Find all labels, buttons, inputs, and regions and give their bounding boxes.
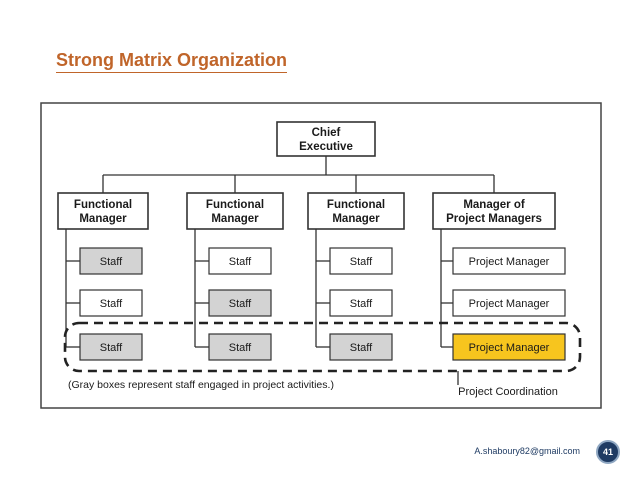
project-manager-label: Project Manager bbox=[469, 298, 550, 310]
staff-label: Staff bbox=[350, 298, 373, 310]
staff-label: Staff bbox=[350, 256, 373, 268]
staff-box bbox=[208, 247, 272, 275]
staff-box bbox=[208, 333, 272, 361]
project-coordination-label: Project Coordination bbox=[458, 386, 558, 398]
manager-label: Manager bbox=[332, 213, 380, 225]
manager-label: Manager of bbox=[463, 199, 525, 211]
project-manager-box bbox=[452, 247, 566, 275]
staff-box bbox=[79, 247, 143, 275]
manager-label: Functional bbox=[74, 199, 132, 211]
manager-label: Functional bbox=[327, 199, 385, 211]
staff-box bbox=[329, 289, 393, 317]
manager-label: Functional bbox=[206, 199, 264, 211]
staff-box bbox=[329, 247, 393, 275]
manager-box bbox=[307, 192, 405, 230]
staff-box bbox=[79, 289, 143, 317]
project-manager-box bbox=[452, 333, 566, 361]
page-title: Strong Matrix Organization bbox=[56, 50, 288, 73]
manager-box bbox=[186, 192, 284, 230]
staff-box bbox=[79, 333, 143, 361]
staff-label: Staff bbox=[100, 298, 123, 310]
manager-label: Manager bbox=[211, 213, 259, 225]
staff-label: Staff bbox=[229, 256, 252, 268]
footer-email: A.shaboury82@gmail.com bbox=[474, 446, 580, 456]
project-manager-box bbox=[452, 289, 566, 317]
project-manager-label: Project Manager bbox=[469, 342, 550, 354]
staff-box bbox=[208, 289, 272, 317]
project-manager-label: Project Manager bbox=[469, 256, 550, 268]
staff-label: Staff bbox=[229, 298, 252, 310]
project-coordination-boundary bbox=[63, 321, 582, 373]
manager-label: Manager bbox=[79, 213, 127, 225]
staff-label: Staff bbox=[350, 342, 373, 354]
chief-executive-label: Chief bbox=[312, 127, 341, 139]
manager-label: Project Managers bbox=[446, 213, 542, 225]
staff-box bbox=[329, 333, 393, 361]
chief-executive-box bbox=[276, 121, 376, 157]
manager-box bbox=[57, 192, 149, 230]
staff-label: Staff bbox=[229, 342, 252, 354]
page-number-badge: 41 bbox=[596, 440, 620, 464]
chief-executive-label: Executive bbox=[299, 141, 353, 153]
staff-label: Staff bbox=[100, 256, 123, 268]
manager-box bbox=[432, 192, 556, 230]
staff-label: Staff bbox=[100, 342, 123, 354]
gray-boxes-note: (Gray boxes represent staff engaged in p… bbox=[68, 379, 334, 391]
